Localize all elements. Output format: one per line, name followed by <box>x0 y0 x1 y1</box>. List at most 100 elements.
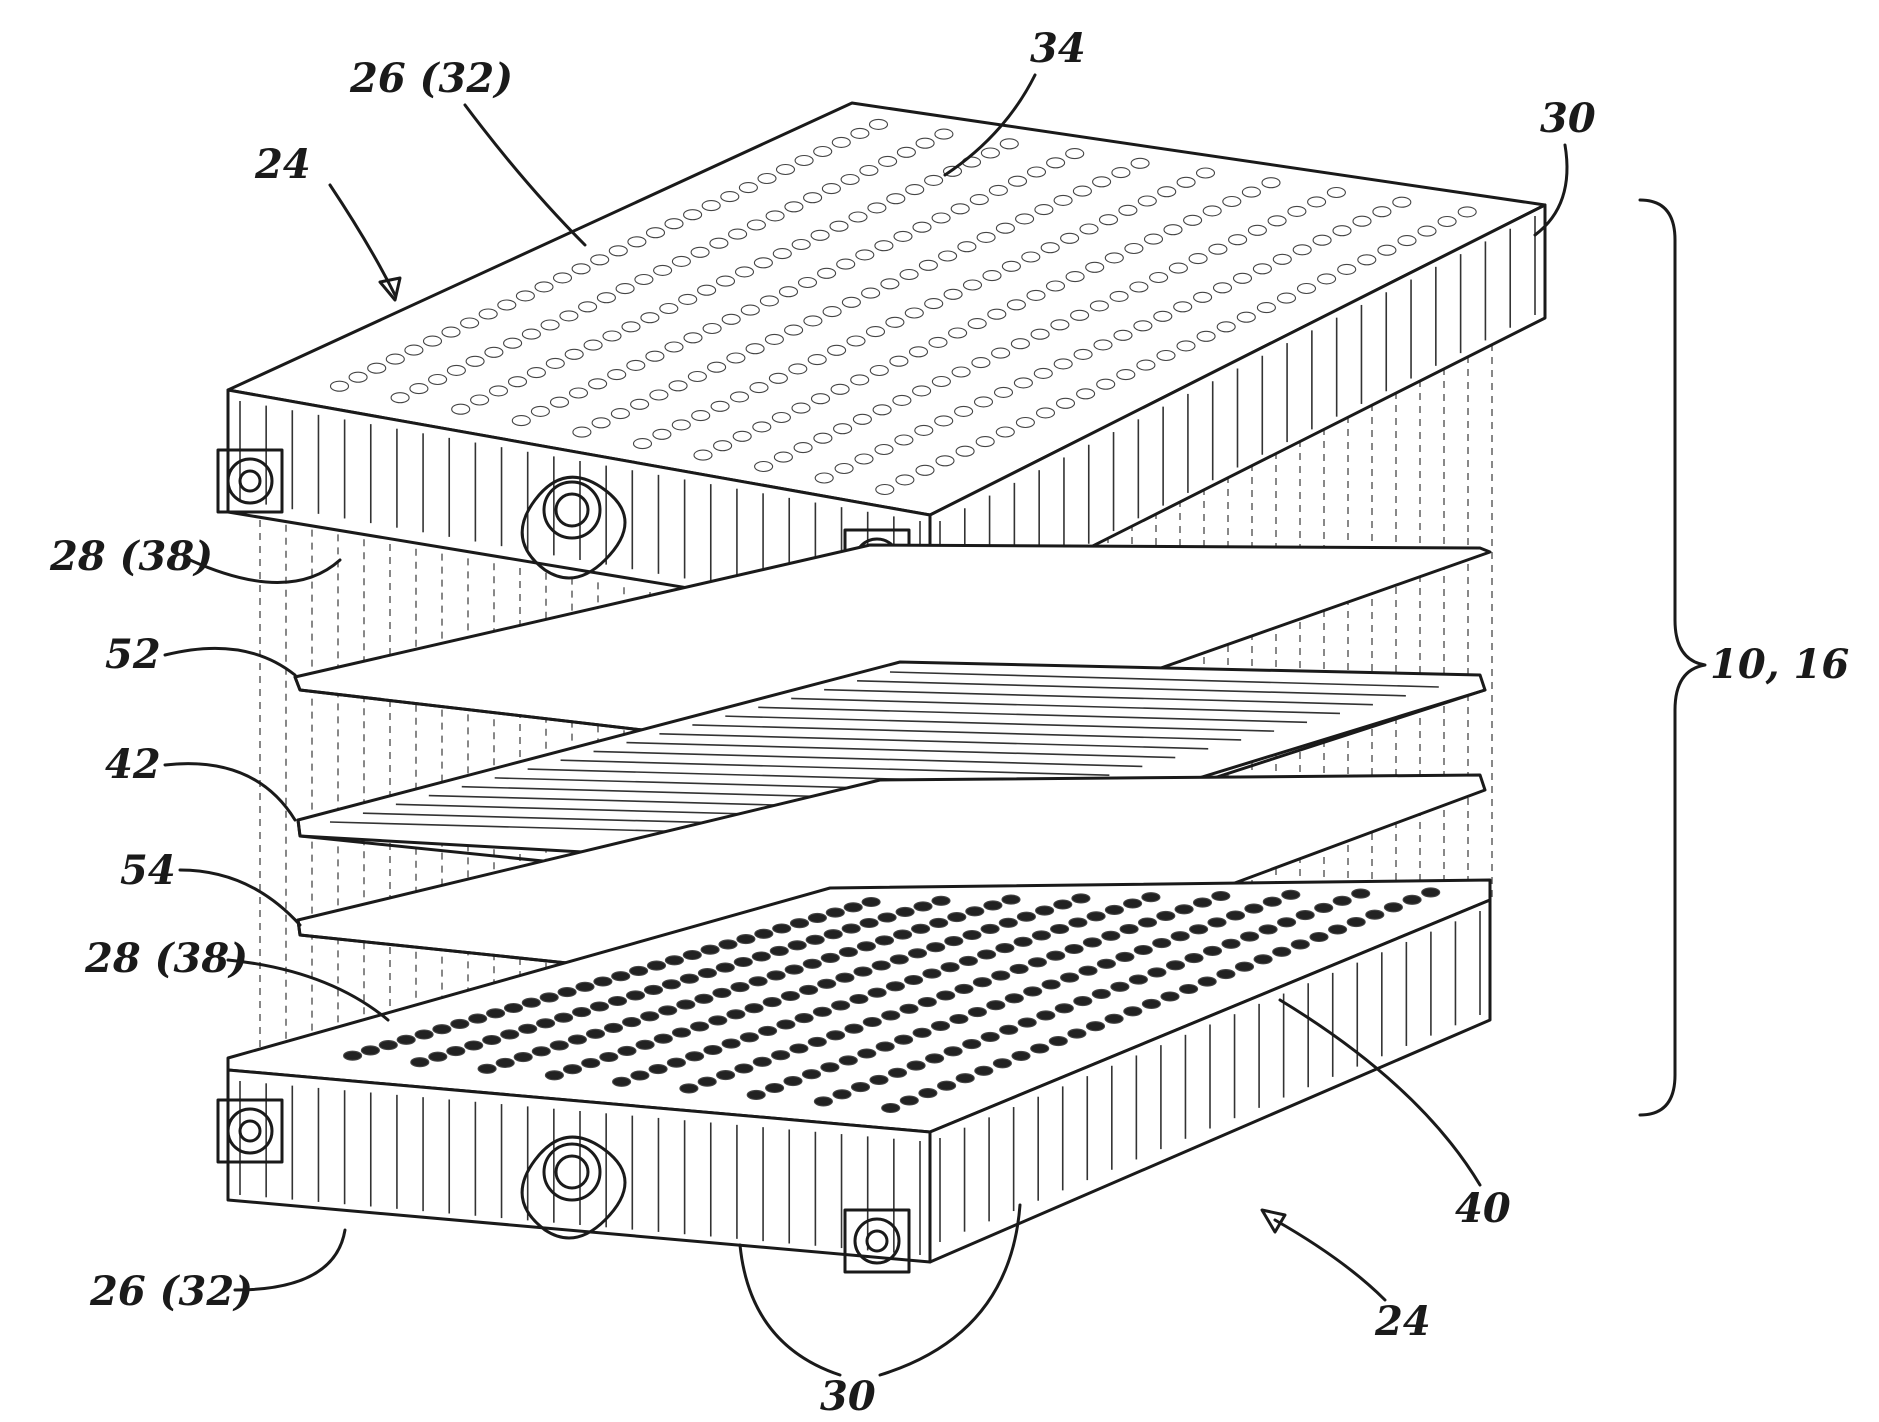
cell-top-hole <box>698 969 716 978</box>
cell-top-hole <box>1208 918 1226 927</box>
cell-top-hole <box>839 1056 857 1065</box>
cell-top-hole <box>981 924 999 933</box>
cell-top-hole <box>1161 992 1179 1001</box>
cell-top-hole <box>1263 897 1281 906</box>
cell-top-hole <box>852 1083 870 1092</box>
cell-top-hole <box>987 1001 1005 1010</box>
cell-top-hole <box>1142 893 1160 902</box>
cell-top-hole <box>641 1012 659 1021</box>
cell-top-hole <box>863 1018 881 1027</box>
cell-top-hole <box>814 1097 832 1106</box>
cell-top-hole <box>821 1063 839 1072</box>
cell-top-hole <box>944 1047 962 1056</box>
ref-label-26-32-top: 26 (32) <box>349 55 513 102</box>
cell-top-hole <box>821 953 839 962</box>
cell-top-hole <box>623 1018 641 1027</box>
cell-top-hole <box>763 998 781 1007</box>
cell-top-hole <box>941 963 959 972</box>
cell-top-hole <box>594 977 612 986</box>
cell-top-hole <box>909 949 927 958</box>
cell-top-hole <box>1217 970 1235 979</box>
cell-top-hole <box>938 1081 956 1090</box>
cell-top-hole <box>1028 958 1046 967</box>
cell-top-hole <box>860 919 878 928</box>
cell-top-hole <box>1278 918 1296 927</box>
cell-top-hole <box>695 994 713 1003</box>
cell-top-hole <box>740 1033 758 1042</box>
cell-top-hole <box>981 1032 999 1041</box>
cell-top-hole <box>1017 912 1035 921</box>
cell-top-hole <box>734 958 752 967</box>
cell-top-hole <box>704 1046 722 1055</box>
cell-top-hole <box>836 973 854 982</box>
cell-top-hole <box>550 1041 568 1050</box>
cell-top-hole <box>1092 989 1110 998</box>
cell-top-hole <box>469 1014 487 1023</box>
cell-top-hole <box>996 944 1014 953</box>
cell-top-hole <box>832 1001 850 1010</box>
cell-top-hole <box>344 1051 362 1060</box>
cell-top-hole <box>1254 955 1272 964</box>
cell-top-hole <box>912 924 930 933</box>
cell-top-hole <box>907 1061 925 1070</box>
cell-top-hole <box>478 1064 496 1073</box>
cell-top-hole <box>487 1009 505 1018</box>
ref-label-30-top: 30 <box>1540 95 1596 142</box>
cell-top-hole <box>1153 939 1171 948</box>
ref-label-10-16: 10, 16 <box>1710 641 1849 688</box>
cell-top-hole <box>850 995 868 1004</box>
cell-top-hole <box>600 1053 618 1062</box>
cell-top-hole <box>948 913 966 922</box>
cell-top-hole <box>824 930 842 939</box>
cell-top-hole <box>1139 918 1157 927</box>
cell-top-hole <box>895 1035 913 1044</box>
cell-top-hole <box>1227 911 1245 920</box>
cell-top-hole <box>1310 933 1328 942</box>
cell-top-hole <box>992 971 1010 980</box>
cell-top-hole <box>956 1074 974 1083</box>
cell-top-hole <box>1142 999 1160 1008</box>
cell-top-hole <box>747 1090 765 1099</box>
cell-top-hole <box>737 935 755 944</box>
cell-top-hole <box>545 1071 563 1080</box>
cell-top-hole <box>1384 903 1402 912</box>
leader-54 <box>180 870 300 925</box>
cell-top-hole <box>767 971 785 980</box>
cell-top-hole <box>735 1064 753 1073</box>
cell-top-hole <box>522 998 540 1007</box>
cell-top-hole <box>914 902 932 911</box>
cell-top-hole <box>1291 940 1309 949</box>
cell-top-hole <box>932 896 950 905</box>
cell-top-hole <box>558 988 576 997</box>
cell-top-hole <box>636 1040 654 1049</box>
cell-top-hole <box>1366 910 1384 919</box>
cell-top-hole <box>919 1089 937 1098</box>
ref-label-24-bottom: 24 <box>1374 1298 1431 1345</box>
cell-top-hole <box>1259 925 1277 934</box>
cell-top-hole <box>1037 1011 1055 1020</box>
cell-top-hole <box>379 1041 397 1050</box>
cell-top-hole <box>1065 945 1083 954</box>
cell-top-hole <box>537 1019 555 1028</box>
cell-top-hole <box>945 937 963 946</box>
cell-top-hole <box>839 948 857 957</box>
cell-top-hole <box>691 1022 709 1031</box>
ref-label-52: 52 <box>105 631 161 678</box>
cell-top-hole <box>719 940 737 949</box>
cell-top-hole <box>927 943 945 952</box>
ref-label-24-top: 24 <box>254 141 311 188</box>
cell-top-hole <box>1245 904 1263 913</box>
cell-top-hole <box>429 1052 447 1061</box>
cell-top-hole <box>858 1049 876 1058</box>
cell-top-hole <box>1157 911 1175 920</box>
cell-top-hole <box>667 1058 685 1067</box>
cell-top-hole <box>659 1006 677 1015</box>
cell-top-hole <box>1055 1004 1073 1013</box>
cell-top-hole <box>1083 938 1101 947</box>
cell-top-hole <box>753 1057 771 1066</box>
cell-top-hole <box>573 1008 591 1017</box>
cell-top-hole <box>555 1013 573 1022</box>
cell-top-hole <box>532 1047 550 1056</box>
cell-top-hole <box>1061 973 1079 982</box>
ref-label-28-38-lower: 28 (38) <box>84 935 248 982</box>
